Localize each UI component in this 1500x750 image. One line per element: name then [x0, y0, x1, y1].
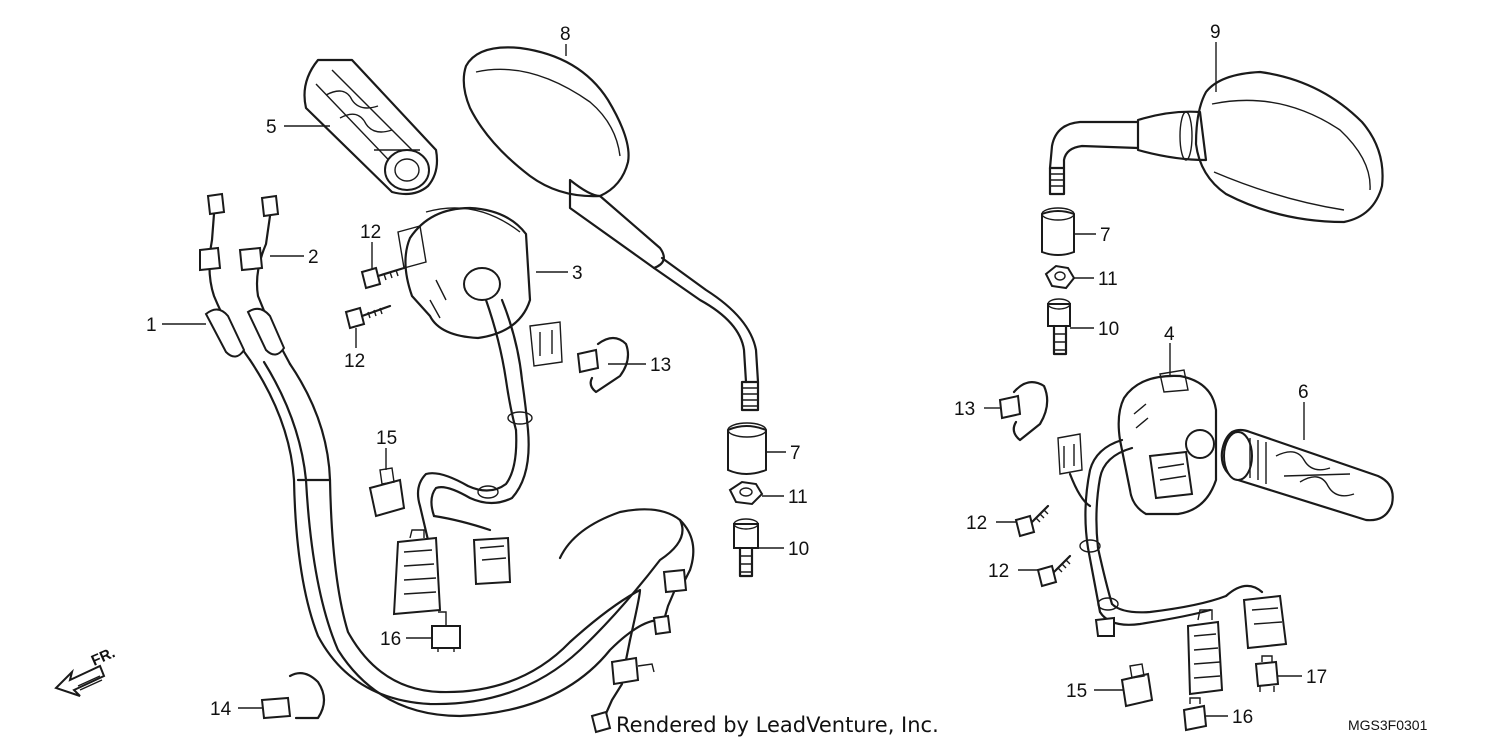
callout-numbers: 1 2 3 4 5 6 7 7 8 9 10 10 11 11 12 12 12…: [146, 22, 1327, 728]
callout-10-right: 10: [1098, 319, 1119, 340]
render-credit: Rendered by LeadVenture, Inc.: [616, 713, 939, 737]
callout-11-left: 11: [788, 487, 808, 508]
callout-16-left: 16: [380, 629, 401, 650]
callout-14: 14: [210, 699, 232, 720]
callout-16-right: 16: [1232, 707, 1253, 728]
diagram-code: MGS3F0301: [1348, 717, 1428, 733]
left-switch-wiring-harness: [1057, 433, 1288, 696]
callout-7-left: 7: [790, 443, 801, 464]
left-handlebar-switch-part-4: [1117, 369, 1218, 516]
right-mirror-part-9: [1048, 70, 1384, 224]
wire-band-part-13-left: [576, 336, 630, 394]
callout-12-upper-right: 12: [966, 513, 987, 534]
adapter-part-10-right: [1047, 298, 1071, 356]
callout-3: 3: [572, 263, 583, 284]
screw-part-12-upper-left: [360, 266, 406, 290]
callout-15-right: 15: [1066, 681, 1087, 702]
callout-17: 17: [1306, 667, 1327, 688]
callout-8: 8: [560, 24, 571, 45]
screw-part-12-lower-right: [1036, 554, 1072, 588]
harness-clamp-part-16-left: [431, 611, 461, 652]
leader-lines: [162, 42, 1305, 717]
screw-part-12-lower-left: [344, 304, 392, 330]
callout-11-right: 11: [1098, 269, 1118, 290]
callout-5: 5: [266, 117, 277, 138]
mirror-cover-part-7-left: [727, 422, 767, 475]
callout-13-left: 13: [650, 355, 671, 376]
front-direction-arrow: FR.: [54, 644, 118, 697]
harness-clamp-part-16-right: [1182, 697, 1208, 732]
callout-9: 9: [1210, 22, 1221, 43]
screw-part-12-upper-right: [1014, 504, 1050, 538]
wire-band-part-13-right: [998, 381, 1049, 442]
wire-clip-part-15-left: [368, 467, 406, 518]
callout-6: 6: [1298, 382, 1309, 403]
callout-15-left: 15: [376, 428, 397, 449]
nut-part-11-left: [728, 480, 764, 506]
callout-2: 2: [308, 247, 319, 268]
callout-10-left: 10: [788, 539, 809, 560]
right-handlebar-switch-part-3: [397, 206, 563, 432]
callout-1: 1: [146, 315, 157, 336]
callout-4: 4: [1164, 324, 1175, 345]
harness-clamp-part-17: [1254, 655, 1280, 692]
adapter-part-10-left: [733, 518, 759, 578]
left-mirror-part-8: [462, 46, 760, 412]
callout-12-lower-right: 12: [988, 561, 1009, 582]
right-switch-wiring-harness: [392, 411, 533, 616]
wire-clip-part-15-right: [1120, 663, 1154, 708]
callout-12-lower-left: 12: [344, 351, 365, 372]
callout-7-right: 7: [1100, 225, 1111, 246]
left-grip-part-6: [1220, 428, 1394, 522]
direction-label: FR.: [89, 644, 118, 669]
throttle-cables-parts-1-2: [199, 192, 695, 734]
callout-12-upper-left: 12: [360, 222, 381, 243]
mirror-cover-part-7-right: [1041, 207, 1075, 256]
cable-band-part-14: [260, 671, 326, 720]
nut-part-11-right: [1044, 264, 1076, 290]
throttle-grip-part-5: [303, 58, 439, 196]
callout-13-right: 13: [954, 399, 975, 420]
